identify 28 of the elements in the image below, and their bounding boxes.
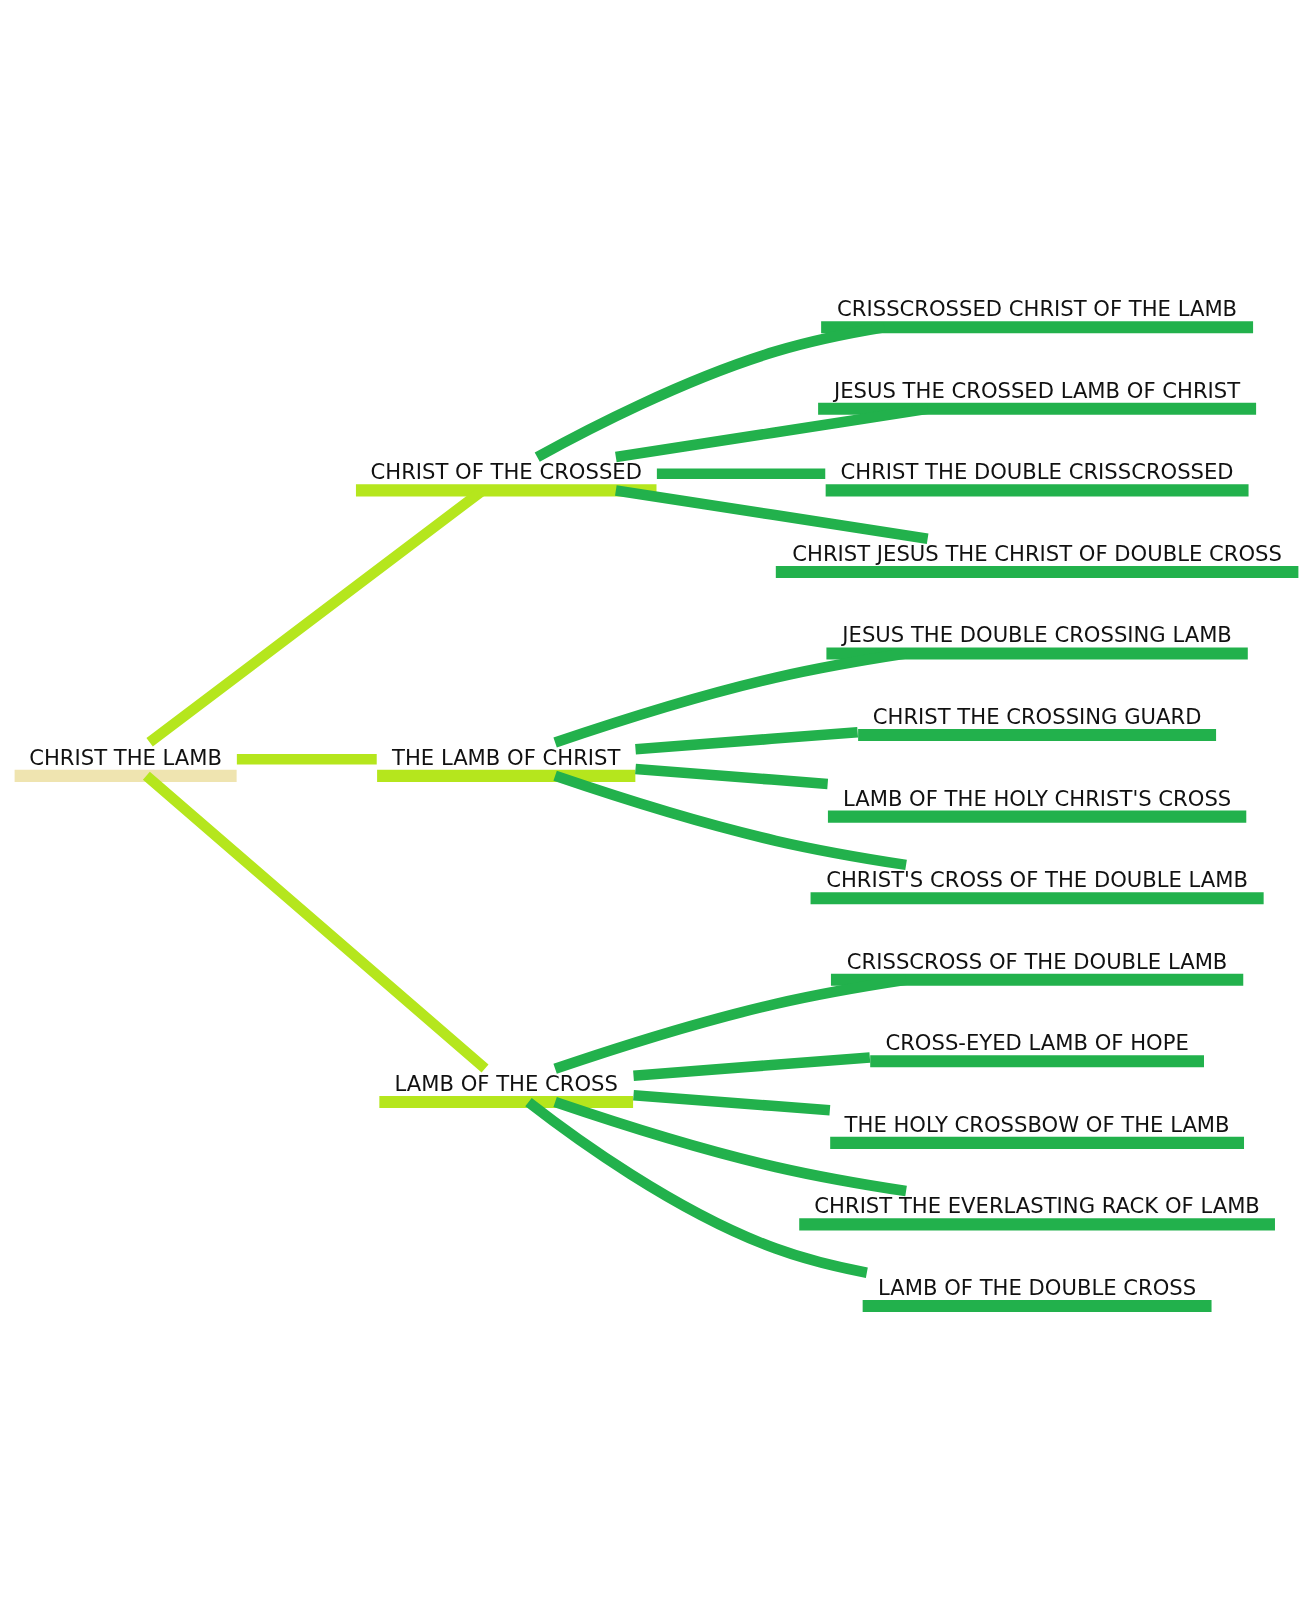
connector xyxy=(656,468,826,480)
node-text: THE LAMB OF CHRIST xyxy=(392,744,621,770)
node-text: LAMB OF THE HOLY CHRIST'S CROSS xyxy=(842,785,1232,811)
node-text: CRISSCROSSED CHRIST OF THE LAMB xyxy=(837,296,1238,322)
connector xyxy=(553,1097,907,1197)
node-text: JESUS THE DOUBLE CROSSING LAMB xyxy=(842,622,1232,648)
node-text: CRISSCROSS OF THE DOUBLE LAMB xyxy=(846,948,1228,974)
connector xyxy=(553,770,907,871)
connector xyxy=(236,753,377,765)
connector xyxy=(525,1097,868,1278)
connector xyxy=(633,1052,871,1081)
node-text: CHRIST'S CROSS OF THE DOUBLE LAMB xyxy=(826,867,1249,893)
node-text: THE HOLY CROSSBOW OF THE LAMB xyxy=(844,1111,1230,1137)
node-text: LAMB OF THE DOUBLE CROSS xyxy=(878,1274,1197,1300)
connector xyxy=(633,1089,831,1116)
node-text: CHRIST THE CROSSING GUARD xyxy=(872,704,1202,730)
node-text: CHRIST THE LAMB xyxy=(29,744,223,770)
node-text: JESUS THE CROSSED LAMB OF CHRIST xyxy=(834,377,1241,403)
connector xyxy=(635,726,859,755)
node-text: CHRIST JESUS THE CHRIST OF DOUBLE CROSS xyxy=(792,540,1282,566)
connector xyxy=(142,771,489,1073)
node-text: LAMB OF THE CROSS xyxy=(394,1071,618,1097)
connector xyxy=(615,485,929,544)
node-text: CHRIST THE DOUBLE CRISSCROSSED xyxy=(840,459,1234,485)
node-text: CROSS-EYED LAMB OF HOPE xyxy=(885,1030,1189,1056)
node-text: CHRIST THE EVERLASTING RACK OF LAMB xyxy=(814,1193,1260,1219)
connector xyxy=(635,763,829,790)
node-text: CHRIST OF THE CROSSED xyxy=(370,459,642,485)
